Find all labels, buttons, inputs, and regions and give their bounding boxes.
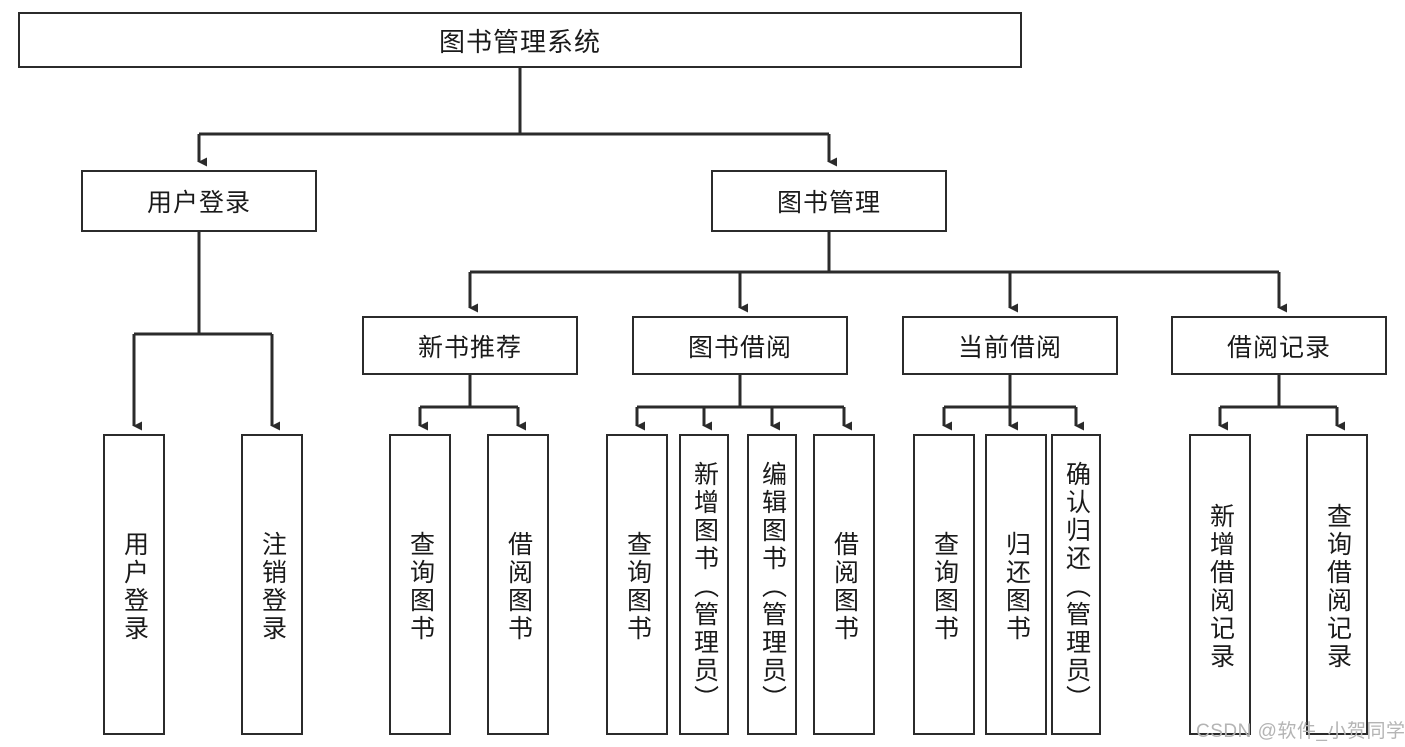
node-leaf-query-book-2[interactable]: 查询图书: [606, 434, 668, 735]
node-leaf-return-book[interactable]: 归还图书: [985, 434, 1047, 735]
node-leaf-confirm-return-admin[interactable]: 确认归还（管理员）: [1051, 434, 1101, 735]
node-leaf-user-login[interactable]: 用户登录: [103, 434, 165, 735]
node-leaf-borrow-book-2[interactable]: 借阅图书: [813, 434, 875, 735]
node-borrow-record[interactable]: 借阅记录: [1171, 316, 1387, 375]
node-leaf-query-borrow-record[interactable]: 查询借阅记录: [1306, 434, 1368, 735]
node-book-borrow[interactable]: 图书借阅: [632, 316, 848, 375]
node-leaf-edit-book-admin[interactable]: 编辑图书（管理员）: [747, 434, 797, 735]
node-leaf-add-book-admin[interactable]: 新增图书（管理员）: [679, 434, 729, 735]
node-leaf-add-borrow-record[interactable]: 新增借阅记录: [1189, 434, 1251, 735]
node-book-manage[interactable]: 图书管理: [711, 170, 947, 232]
node-current-borrow[interactable]: 当前借阅: [902, 316, 1118, 375]
node-leaf-logout[interactable]: 注销登录: [241, 434, 303, 735]
node-root-system[interactable]: 图书管理系统: [18, 12, 1022, 68]
node-new-book-recommend[interactable]: 新书推荐: [362, 316, 578, 375]
node-user-login[interactable]: 用户登录: [81, 170, 317, 232]
csdn-watermark: CSDN @软件_小贺同学: [1196, 721, 1405, 742]
node-leaf-query-book-3[interactable]: 查询图书: [913, 434, 975, 735]
node-leaf-borrow-book-1[interactable]: 借阅图书: [487, 434, 549, 735]
node-leaf-query-book-1[interactable]: 查询图书: [389, 434, 451, 735]
